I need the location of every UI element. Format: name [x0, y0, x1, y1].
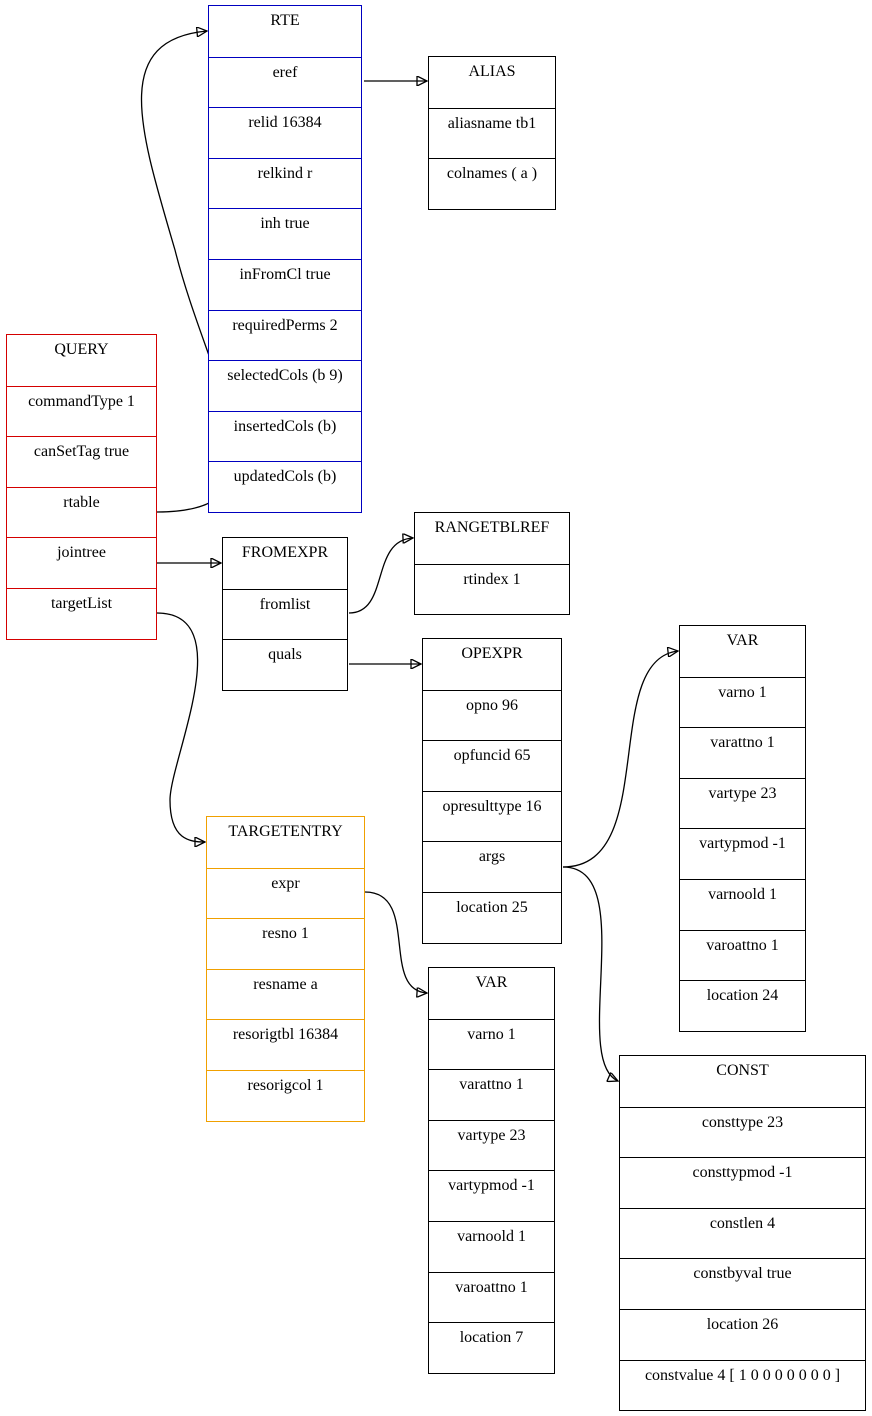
field-expr: expr: [207, 867, 364, 919]
field-aliasname: aliasname tb1: [429, 107, 555, 159]
field-resname: resname a: [207, 968, 364, 1020]
field-resorigtbl: resorigtbl 16384: [207, 1019, 364, 1070]
field-fromlist: fromlist: [223, 588, 347, 640]
node-title: RANGETBLREF: [434, 519, 550, 536]
field-location: location 25: [423, 891, 561, 943]
field-varattno: varattno 1: [429, 1069, 554, 1120]
field-constlen: constlen 4: [620, 1207, 865, 1259]
field-varoattno: varoattno 1: [680, 929, 805, 981]
field-args: args: [423, 841, 561, 892]
field-resorigcol: resorigcol 1: [207, 1069, 364, 1121]
field-consttypmod: consttypmod -1: [620, 1157, 865, 1208]
field-vartype: vartype 23: [680, 777, 805, 829]
field-relkind: relkind r: [209, 157, 361, 209]
rangetblref-node: RANGETBLREF rtindex 1: [414, 512, 570, 616]
field-resno: resno 1: [207, 918, 364, 969]
field-targetlist: targetList: [7, 587, 156, 639]
field-updatedcols: updatedCols (b): [209, 461, 361, 512]
node-title: ALIAS: [468, 63, 516, 80]
field-varoattno: varoattno 1: [429, 1271, 554, 1323]
edge-targetlist-targetentry: [156, 612, 205, 842]
edge-expr-var: [364, 891, 427, 993]
field-infromcl: inFromCl true: [209, 258, 361, 310]
field-opfuncid: opfuncid 65: [423, 740, 561, 791]
field-varno: varno 1: [429, 1018, 554, 1070]
node-title: FROMEXPR: [241, 544, 329, 561]
node-title: VAR: [475, 974, 508, 991]
edge-args-const: [562, 866, 618, 1081]
field-vartypmod: vartypmod -1: [429, 1170, 554, 1221]
field-opno: opno 96: [423, 689, 561, 741]
field-varattno: varattno 1: [680, 727, 805, 778]
field-commandtype: commandType 1: [7, 385, 156, 437]
field-location: location 7: [429, 1322, 554, 1373]
field-rtable: rtable: [7, 486, 156, 538]
field-selectedcols: selectedCols (b 9): [209, 360, 361, 411]
node-title: RTE: [270, 12, 300, 29]
field-location: location 24: [680, 980, 805, 1031]
field-varnoold: varnoold 1: [680, 878, 805, 930]
field-location: location 26: [620, 1308, 865, 1360]
field-insertedcols: insertedCols (b): [209, 410, 361, 462]
node-title: VAR: [726, 632, 759, 649]
node-title: TARGETENTRY: [228, 823, 343, 840]
field-opresulttype: opresulttype 16: [423, 790, 561, 842]
field-colnames: colnames ( a ): [429, 158, 555, 209]
field-varno: varno 1: [680, 676, 805, 728]
edge-args-var: [562, 651, 678, 868]
node-title: CONST: [716, 1062, 769, 1079]
field-inh: inh true: [209, 208, 361, 259]
field-vartype: vartype 23: [429, 1119, 554, 1171]
field-constbyval: constbyval true: [620, 1258, 865, 1309]
field-vartypmod: vartypmod -1: [680, 828, 805, 879]
field-consttype: consttype 23: [620, 1106, 865, 1158]
field-eref: eref: [209, 56, 361, 108]
field-constvalue: constvalue 4 [ 1 0 0 0 0 0 0 0 ]: [620, 1359, 865, 1411]
field-rtindex: rtindex 1: [415, 563, 569, 615]
field-cansettag: canSetTag true: [7, 436, 156, 487]
field-varnoold: varnoold 1: [429, 1220, 554, 1272]
node-title: OPEXPR: [461, 645, 523, 662]
field-relid: relid 16384: [209, 107, 361, 158]
edge-fromlist-rangetblref: [348, 538, 413, 614]
field-jointree: jointree: [7, 537, 156, 588]
field-requiredperms: requiredPerms 2: [209, 309, 361, 361]
field-quals: quals: [223, 639, 347, 690]
node-title: QUERY: [54, 341, 109, 358]
